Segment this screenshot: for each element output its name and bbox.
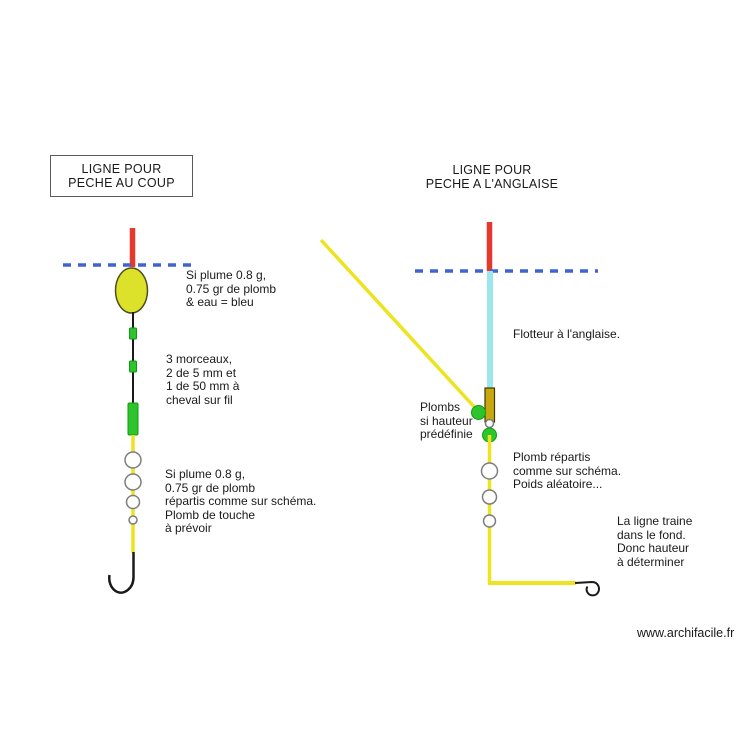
left-shot-weight-1 xyxy=(124,451,142,469)
right-diagonal-line xyxy=(319,238,480,413)
right-plombs-note: Plombs si hauteur prédéfinie xyxy=(420,400,473,442)
note-line: 1 de 50 mm à xyxy=(166,379,240,393)
right-green-stop-1 xyxy=(471,405,486,420)
note-line: prédéfinie xyxy=(420,427,473,441)
right-small-bead xyxy=(484,418,495,429)
note-line: comme sur schéma. xyxy=(513,463,622,478)
note-line: si hauteur xyxy=(420,413,473,428)
left-green-sleeve-small-1 xyxy=(129,327,137,340)
right-rig-group xyxy=(319,222,600,597)
note-line: 2 de 5 mm et xyxy=(166,365,237,380)
left-green-sleeve-small-2 xyxy=(129,360,137,373)
note-line: Si plume 0.8 g, xyxy=(165,467,246,481)
left-float-body xyxy=(114,267,149,314)
right-traine-note: La ligne traine dans le fond. Donc haute… xyxy=(617,514,693,569)
left-shot-weight-2 xyxy=(124,473,142,491)
note-line: 3 morceaux, xyxy=(166,352,233,366)
note-line: Plomb répartis xyxy=(513,450,591,464)
left-rig-title-line2: PECHE AU COUP xyxy=(68,176,175,190)
note-line: Plombs xyxy=(420,400,461,414)
right-hook-icon xyxy=(574,580,600,597)
right-float-note: Flotteur à l'anglaise. xyxy=(513,327,621,342)
note-line: 0.75 gr de plomb xyxy=(165,480,256,495)
note-line: Si plume 0.8 g, xyxy=(186,268,267,282)
note-line: à déterminer xyxy=(617,554,685,569)
note-line: Donc hauteur xyxy=(617,541,690,555)
right-shot-weight-3 xyxy=(482,514,497,528)
note-line: 0.75 gr de plomb xyxy=(186,281,277,296)
left-green-sleeve-long xyxy=(127,402,139,436)
left-shot-weight-3 xyxy=(125,494,141,510)
right-rig-title-line1: LIGNE POUR xyxy=(452,163,532,177)
left-rig-title-box: LIGNE POUR PECHE AU COUP xyxy=(50,155,193,197)
left-rig-group xyxy=(63,228,198,594)
right-shot-weight-2 xyxy=(481,489,498,505)
note-line: cheval sur fil xyxy=(166,392,233,407)
note-line: Poids aléatoire... xyxy=(513,477,603,491)
archifacile-watermark: www.archifacile.fr xyxy=(637,626,735,640)
right-repartis-note: Plomb répartis comme sur schéma. Poids a… xyxy=(513,450,622,492)
note-line: & eau = bleu xyxy=(186,295,254,309)
right-float-keel xyxy=(484,387,496,423)
note-line: La ligne traine xyxy=(617,514,693,528)
note-line: Flotteur à l'anglaise. xyxy=(513,327,621,341)
right-shot-weight-1 xyxy=(480,462,499,480)
left-float-note: Si plume 0.8 g, 0.75 gr de plomb & eau =… xyxy=(186,268,277,310)
note-line: répartis comme sur schéma. xyxy=(165,494,317,508)
left-hook-icon xyxy=(108,552,135,594)
right-rig-title: LIGNE POUR PECHE A L'ANGLAISE xyxy=(410,163,574,191)
right-rig-title-line2: PECHE A L'ANGLAISE xyxy=(425,176,559,191)
left-rig-title-line1: LIGNE POUR xyxy=(81,162,162,176)
note-line: dans le fond. xyxy=(617,527,686,542)
note-line: à prévoir xyxy=(165,521,212,535)
left-segments-note: 3 morceaux, 2 de 5 mm et 1 de 50 mm à ch… xyxy=(166,352,240,407)
note-line: Plomb de touche xyxy=(165,507,256,522)
left-weights-note: Si plume 0.8 g, 0.75 gr de plomb réparti… xyxy=(165,467,317,536)
left-shot-weight-4 xyxy=(128,515,138,525)
